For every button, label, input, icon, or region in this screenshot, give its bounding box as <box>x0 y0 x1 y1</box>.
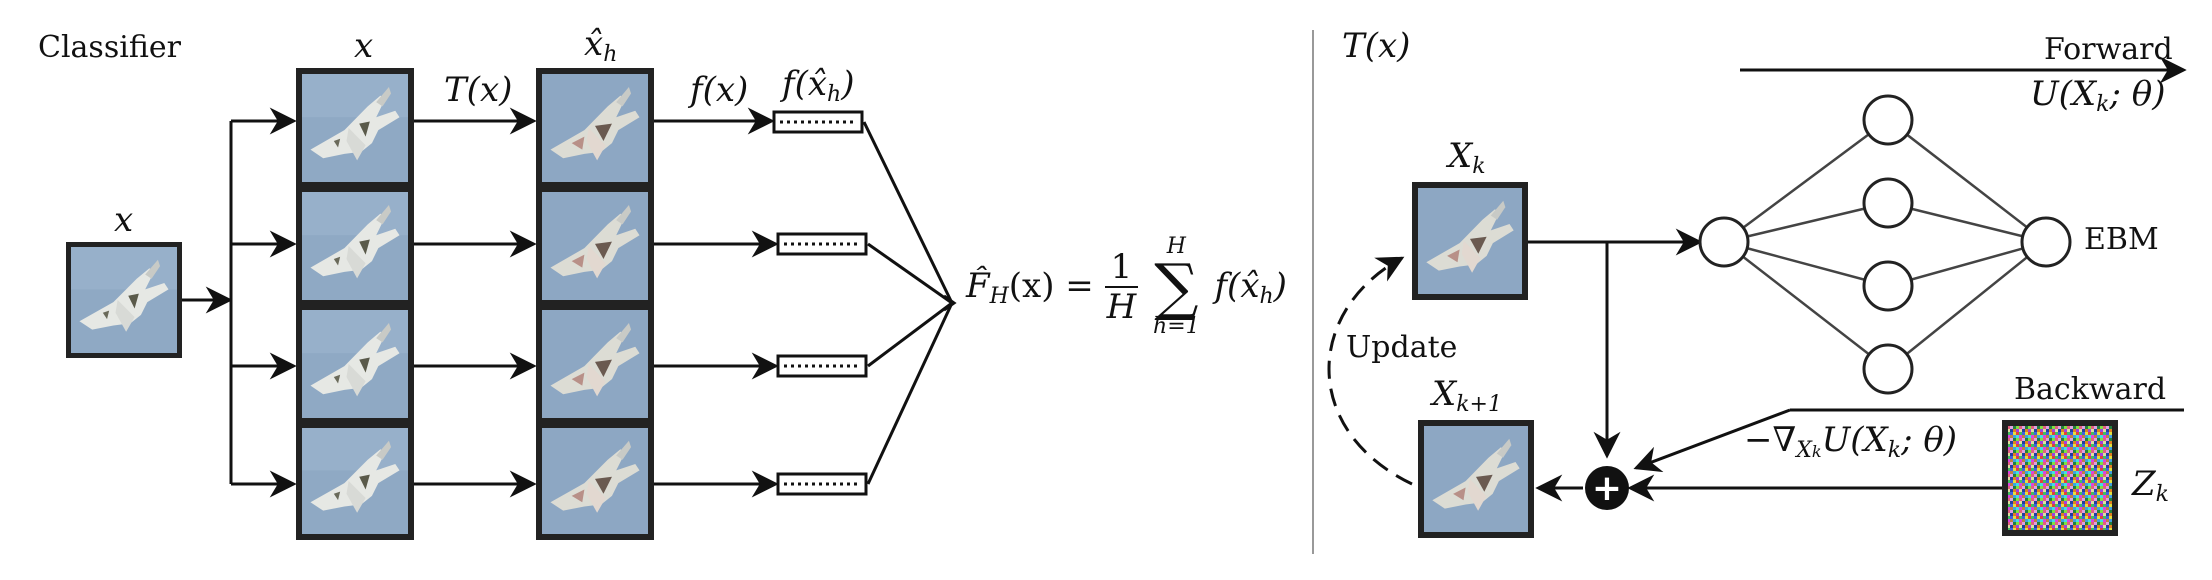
column-xhat-label: x̂h <box>584 24 618 67</box>
ebm-network <box>1723 118 2047 370</box>
ebm-label: EBM <box>2084 222 2159 257</box>
column-xhat-images <box>536 68 654 540</box>
backward-label: Backward <box>2014 372 2167 407</box>
noise-label: Zk <box>2132 464 2169 507</box>
input-label: x <box>114 200 134 240</box>
svg-text:+: + <box>1592 468 1622 509</box>
column-x-images <box>296 68 414 540</box>
energy-label: U(Xk; θ) <box>2030 74 2166 117</box>
output-label: f(x̂h) <box>782 64 855 107</box>
xk1-label: Xk+1 <box>1432 374 1502 417</box>
xk-image <box>1412 182 1528 300</box>
output-vectors <box>772 110 868 496</box>
transform-title: T(x) <box>1342 26 1411 66</box>
column-x-label: x <box>354 26 374 66</box>
classifier-title: Classifier <box>38 30 181 65</box>
aggregation-lines <box>862 121 957 485</box>
input-image <box>66 242 182 358</box>
classifier-label: f(x) <box>690 70 749 110</box>
ebm-nodes <box>1698 94 2072 395</box>
gradient-arrow <box>1633 408 1791 473</box>
update-label: Update <box>1346 330 1458 365</box>
xk1-image <box>1418 420 1534 538</box>
gradient-label: −∇XkU(Xk; θ) <box>1744 420 1958 463</box>
plus-node: + <box>1585 466 1629 510</box>
noise-image <box>2002 420 2118 536</box>
transform-label: T(x) <box>444 70 513 110</box>
xk-label: Xk <box>1448 136 1486 179</box>
update-arrow <box>1327 256 1413 486</box>
forward-label: Forward <box>2044 32 2173 67</box>
